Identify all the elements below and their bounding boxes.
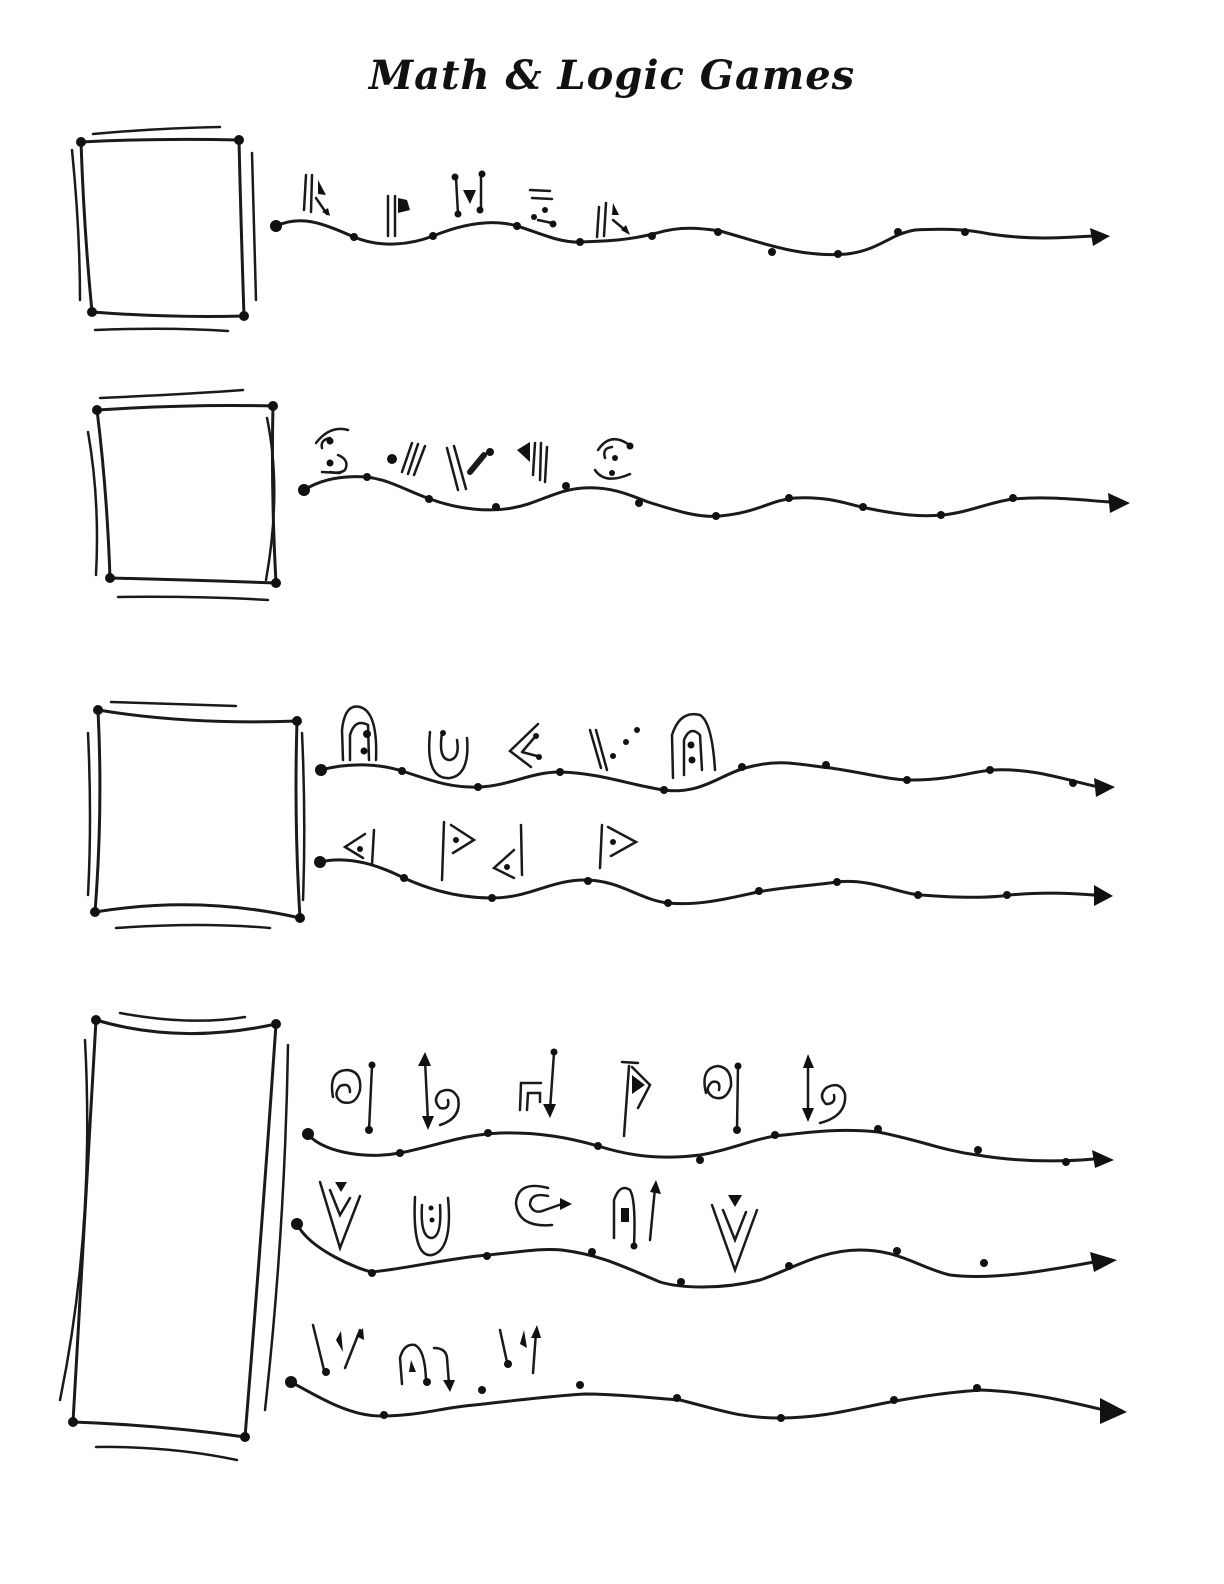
sequence-row-1-1 xyxy=(270,170,1110,258)
symbol-arch-triangle-arrow xyxy=(398,1343,455,1392)
sequence-row-4-2 xyxy=(291,1180,1117,1289)
symbol-double-arrow-spiral xyxy=(418,1052,460,1130)
sequence-row-4-3 xyxy=(285,1323,1127,1424)
symbol-double-arrow-spiral xyxy=(802,1054,847,1125)
symbol-spiral-pin xyxy=(330,1061,376,1134)
symbol-double-slash-bar-dot xyxy=(445,444,494,492)
symbol-swirl-dots xyxy=(314,427,350,475)
answer-box-2[interactable] xyxy=(86,388,281,602)
answer-box-3[interactable] xyxy=(86,700,306,930)
puzzle-2 xyxy=(86,388,1130,602)
worksheet-title: Math & Logic Games xyxy=(368,52,856,99)
symbol-bracket-down-arrow xyxy=(518,1048,558,1118)
answer-box-4[interactable] xyxy=(58,1011,290,1462)
symbol-lines-dots-arrow xyxy=(528,188,557,228)
symbol-flag-triangle xyxy=(620,1060,652,1138)
sequence-row-3-1 xyxy=(315,705,1115,797)
symbol-bar-right-eye xyxy=(598,823,639,870)
symbol-arch-dots xyxy=(670,712,717,780)
symbol-spiral-pin xyxy=(703,1062,742,1134)
symbol-v-triangle-arrow xyxy=(498,1325,541,1375)
sequence-row-4-1 xyxy=(302,1048,1114,1168)
symbol-c-arrow xyxy=(514,1184,572,1227)
puzzle-4 xyxy=(58,1011,1127,1462)
symbol-left-eye-bar xyxy=(491,823,524,880)
symbol-dot-triple-slash xyxy=(387,441,427,477)
symbol-left-eye-bar xyxy=(342,828,376,867)
symbol-arch-square-arrow xyxy=(612,1180,661,1250)
symbol-bars-triangle-arrow xyxy=(595,201,630,239)
symbol-u-dot xyxy=(413,1195,451,1257)
puzzle-1 xyxy=(70,125,1110,333)
sequence-row-3-2 xyxy=(314,820,1113,907)
symbol-bars-triangle-arrow xyxy=(302,173,330,216)
symbol-arch-dots xyxy=(340,705,378,762)
symbol-dots-triangle-dots xyxy=(451,170,486,218)
symbol-bars-flag-dot xyxy=(386,194,410,238)
symbol-v-triangle-arrow xyxy=(311,1323,364,1376)
answer-box-1[interactable] xyxy=(70,125,258,333)
sequence-row-2-1 xyxy=(298,427,1130,520)
symbol-u-shape-dot xyxy=(428,730,469,780)
symbol-swirl-dots xyxy=(593,437,634,480)
symbol-triangle-triple-slash xyxy=(517,441,549,484)
symbol-chevron-dots xyxy=(508,722,542,769)
symbol-v-triangle xyxy=(318,1180,362,1252)
symbol-bar-right-eye xyxy=(440,820,477,882)
symbol-v-triangle xyxy=(710,1195,759,1274)
symbol-slash-dots xyxy=(588,727,640,772)
puzzle-3 xyxy=(86,700,1115,930)
